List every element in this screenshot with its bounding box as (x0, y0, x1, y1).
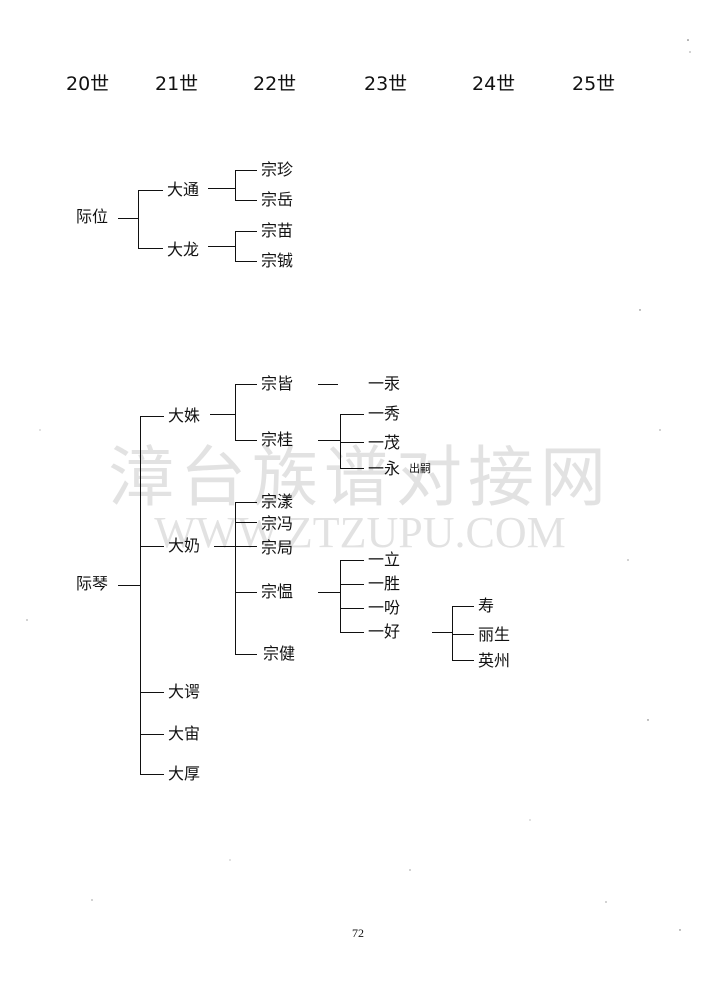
connector-line (235, 502, 236, 654)
connector-line (140, 546, 164, 547)
connector-line (208, 188, 235, 189)
person-danai: 大奶 (168, 536, 201, 555)
person-shou: 寿 (478, 596, 495, 615)
person-yingzhou: 英州 (478, 651, 511, 670)
person-zongcheng: 宗铖 (261, 251, 294, 270)
connector-line (340, 414, 341, 468)
connector-line (140, 734, 164, 735)
person-dae: 大谔 (168, 682, 201, 701)
connector-line (235, 592, 257, 593)
connector-line (452, 606, 474, 607)
connector-line (138, 190, 163, 191)
connector-line (235, 231, 236, 261)
connector-line (235, 200, 257, 201)
connector-line (140, 692, 164, 693)
person-jiqin: 际琴 (76, 574, 109, 593)
connector-line (118, 218, 138, 219)
person-yimao: 一茂 (368, 433, 401, 452)
generation-header-21: 21世 (155, 73, 199, 95)
watermark-url: WWW.ZTZUPU.COM (154, 508, 566, 557)
connector-line (235, 502, 257, 503)
connector-line (235, 384, 236, 440)
connector-line (235, 261, 257, 262)
connector-line (340, 584, 364, 585)
connector-line (214, 546, 235, 547)
connector-line (340, 632, 364, 633)
connector-line (340, 560, 364, 561)
connector-line (340, 468, 364, 469)
page-number: 72 (352, 926, 364, 940)
generation-header-24: 24世 (472, 73, 516, 95)
connector-line (235, 170, 257, 171)
person-dashu: 大姝 (168, 406, 201, 425)
person-yixiu: 一秀 (368, 404, 401, 423)
connector-line (340, 414, 364, 415)
connector-line (140, 416, 141, 774)
person-zongzhen: 宗珍 (261, 160, 294, 179)
connector-line (452, 634, 474, 635)
connector-line (235, 440, 257, 441)
person-yisheng: 一胜 (368, 574, 401, 593)
connector-line (340, 442, 364, 443)
connector-line (318, 592, 340, 593)
connector-line (235, 522, 257, 523)
person-yihao: 一好 (368, 622, 401, 641)
generation-header-22: 22世 (253, 73, 297, 95)
connector-line (138, 248, 163, 249)
person-zongfeng: 宗冯 (261, 514, 294, 533)
connector-line (340, 560, 341, 632)
person-yili: 一立 (368, 550, 401, 569)
person-jiwei: 际位 (76, 207, 109, 226)
connector-line (235, 384, 257, 385)
connector-line (210, 414, 235, 415)
note-adopted-out: 出嗣 (409, 462, 431, 475)
connector-line (138, 190, 139, 248)
person-zongyun: 宗愠 (261, 582, 294, 601)
person-zongju: 宗局 (261, 538, 294, 557)
person-zongmiao: 宗苗 (261, 221, 294, 240)
generation-header-25: 25世 (572, 73, 616, 95)
person-zonggui: 宗桂 (261, 430, 294, 449)
person-zongyue: 宗岳 (261, 190, 294, 209)
person-dalong: 大龙 (167, 240, 200, 259)
connector-line (140, 416, 164, 417)
person-yifen: 一吩 (368, 598, 401, 617)
person-zongjie: 宗皆 (261, 374, 294, 393)
connector-line (235, 654, 257, 655)
connector-line (452, 660, 474, 661)
connector-line (340, 608, 364, 609)
person-yiyong: 一永 (368, 459, 401, 478)
person-datong: 大通 (167, 180, 200, 199)
connector-line (318, 384, 338, 385)
generation-header-23: 23世 (364, 73, 408, 95)
connector-line (235, 231, 257, 232)
connector-line (140, 774, 164, 775)
generation-header-20: 20世 (66, 73, 110, 95)
person-yigong: 一汞 (368, 374, 401, 393)
person-dahou: 大厚 (168, 764, 201, 783)
person-zongjian: 宗健 (263, 644, 296, 663)
connector-line (208, 246, 235, 247)
connector-line (118, 585, 140, 586)
watermark-title: 漳台族谱对接网 (108, 439, 612, 516)
connector-line (432, 632, 452, 633)
connector-line (235, 546, 257, 547)
person-zongyang: 宗漾 (261, 492, 294, 511)
connector-line (235, 170, 236, 200)
connector-line (452, 606, 453, 660)
connector-line (318, 440, 340, 441)
person-lisheng: 丽生 (478, 625, 511, 644)
person-dazhou: 大宙 (168, 724, 201, 743)
